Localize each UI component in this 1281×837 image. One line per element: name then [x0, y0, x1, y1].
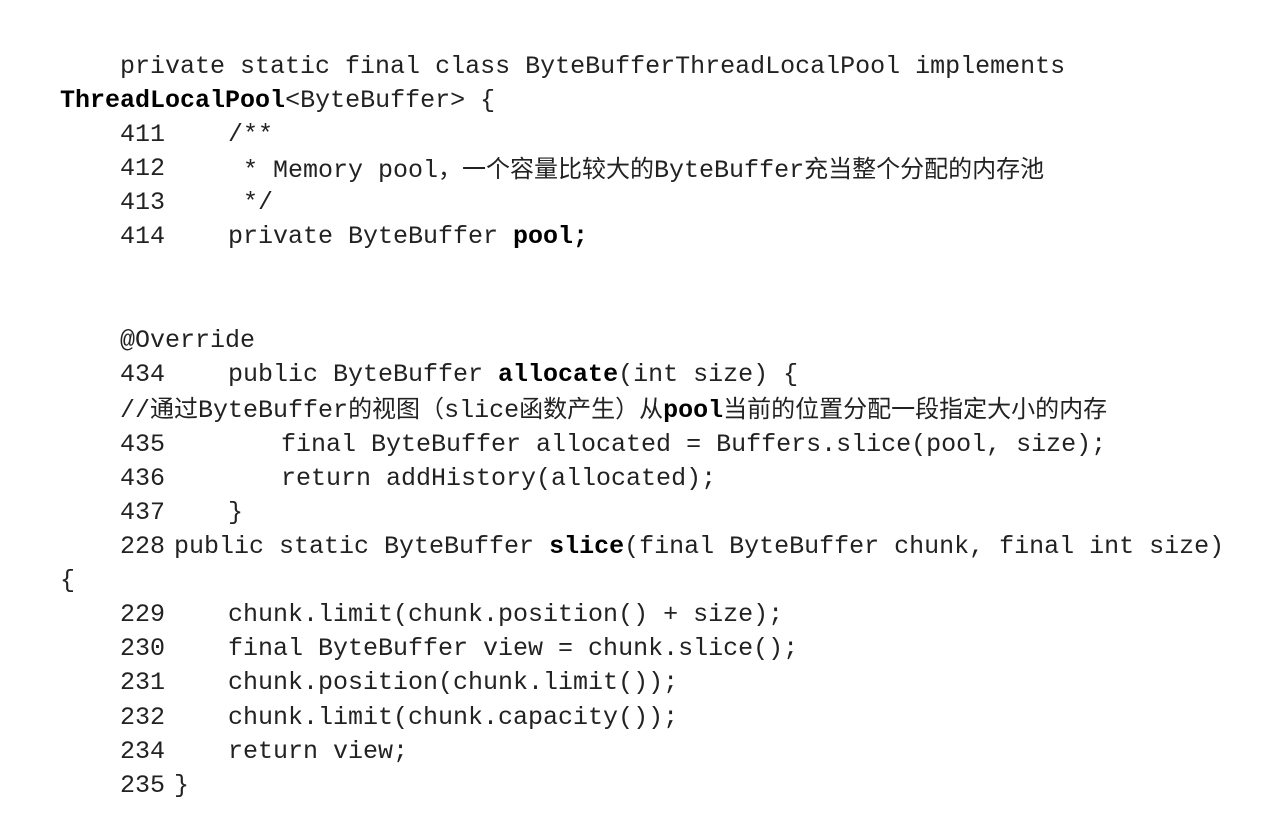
- code-line: 414 private ByteBuffer pool;: [60, 186, 588, 251]
- code-line: //通过ByteBuffer的视图（slice函数产生）从pool当前的位置分配…: [60, 358, 1107, 425]
- annotation-text: @Override: [120, 326, 256, 355]
- line-number: 234: [120, 737, 166, 766]
- code-text: (int size) {: [618, 360, 799, 389]
- comment-text: ByteBuffer: [198, 396, 349, 425]
- code-text: chunk.limit(chunk.position() + size);: [228, 600, 784, 629]
- class-name-bold: ThreadLocalPool: [60, 86, 286, 115]
- line-number: 412: [120, 154, 166, 183]
- code-text: private static final class ByteBufferThr…: [120, 52, 1066, 81]
- code-text: */: [228, 188, 274, 217]
- code-line: 230 final ByteBuffer view = chunk.slice()…: [60, 598, 798, 663]
- line-number: 413: [120, 188, 166, 217]
- comment-text: * Memory pool: [228, 156, 439, 185]
- code-text: return view;: [228, 737, 409, 766]
- line-number: 228: [120, 532, 166, 561]
- comment-cjk: ，一个容量比较大的: [438, 155, 655, 183]
- line-number: 230: [120, 634, 166, 663]
- code-text: final ByteBuffer allocated = Buffers.sli…: [281, 430, 1107, 459]
- code-line: 412 * Memory pool，一个容量比较大的ByteBuffer充当整个…: [60, 118, 1044, 185]
- code-line: 436 return addHistory(allocated);: [60, 428, 716, 493]
- code-text: public static ByteBuffer: [174, 532, 550, 561]
- comment-cjk: 函数产生）从: [519, 395, 664, 423]
- comment-text: //: [120, 396, 151, 425]
- field-name-bold: pool: [663, 396, 724, 425]
- line-number: 235: [120, 771, 166, 800]
- field-name-bold: pool;: [513, 222, 589, 251]
- line-number: 436: [120, 464, 166, 493]
- code-text: (final ByteBuffer chunk, final int size): [624, 532, 1225, 561]
- code-line: 235}: [60, 735, 189, 800]
- code-text: /**: [228, 120, 274, 149]
- comment-cjk: 当前的位置分配一段指定大小的内存: [723, 395, 1108, 423]
- code-text: {: [60, 566, 76, 595]
- comment-text: ByteBuffer: [654, 156, 805, 185]
- code-line: 434 public ByteBuffer allocate(int size) …: [60, 324, 798, 389]
- comment-cjk: 充当整个分配的内存池: [804, 155, 1045, 183]
- code-line: private static final class ByteBufferThr…: [60, 16, 1065, 81]
- code-text: private ByteBuffer: [228, 222, 514, 251]
- line-number: 435: [120, 430, 166, 459]
- line-number: 434: [120, 360, 166, 389]
- code-line: @Override: [60, 290, 255, 355]
- line-number: 232: [120, 703, 166, 732]
- comment-cjk: 通过: [150, 395, 199, 423]
- code-text: final ByteBuffer view = chunk.slice();: [228, 634, 799, 663]
- code-text: <ByteBuffer> {: [285, 86, 496, 115]
- line-number: 437: [120, 498, 166, 527]
- code-line: 229 chunk.limit(chunk.position() + size);: [60, 564, 783, 629]
- code-line: ThreadLocalPool<ByteBuffer> {: [0, 50, 495, 115]
- comment-text: slice: [444, 396, 520, 425]
- line-number: 411: [120, 120, 166, 149]
- code-text: return addHistory(allocated);: [281, 464, 717, 493]
- code-text: }: [174, 771, 190, 800]
- code-line: 231 chunk.position(chunk.limit());: [60, 632, 678, 697]
- code-listing: private static final class ByteBufferThr…: [0, 16, 1224, 800]
- code-line: 411 /**: [60, 84, 273, 149]
- code-text: chunk.limit(chunk.capacity());: [228, 703, 679, 732]
- code-text: public ByteBuffer: [228, 360, 499, 389]
- method-name-bold: allocate: [498, 360, 619, 389]
- method-name-bold: slice: [549, 532, 625, 561]
- code-line: 437}: [60, 462, 243, 527]
- code-line: 435 final ByteBuffer allocated = Buffers.…: [60, 394, 1106, 459]
- code-line: 232 chunk.limit(chunk.capacity());: [60, 667, 678, 732]
- code-line: 228 public static ByteBuffer slice(final …: [60, 496, 1224, 561]
- line-number: 229: [120, 600, 166, 629]
- line-number: 231: [120, 668, 166, 697]
- code-line: 234 return view;: [60, 701, 408, 766]
- code-text: chunk.position(chunk.limit());: [228, 668, 679, 697]
- line-number: 414: [120, 222, 166, 251]
- code-line: 413 */: [60, 152, 273, 217]
- code-text: }: [228, 498, 244, 527]
- code-line: {: [0, 530, 75, 595]
- comment-cjk: 的视图（: [348, 395, 445, 423]
